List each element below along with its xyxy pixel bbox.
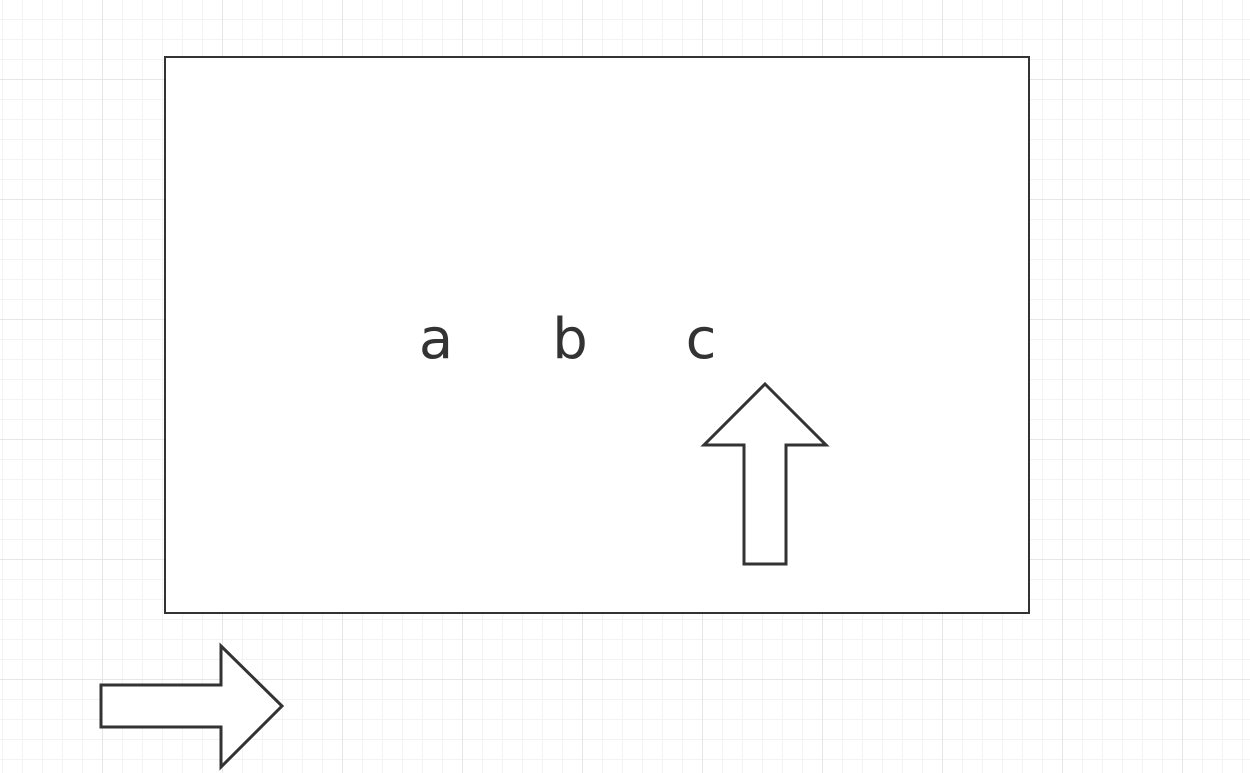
label-b[interactable]: b: [552, 307, 588, 372]
label-a[interactable]: a: [418, 307, 454, 372]
rectangle-shape[interactable]: [164, 56, 1030, 614]
label-c[interactable]: c: [685, 307, 717, 372]
right-arrow-icon[interactable]: [98, 642, 288, 771]
up-arrow-icon[interactable]: [700, 380, 830, 570]
